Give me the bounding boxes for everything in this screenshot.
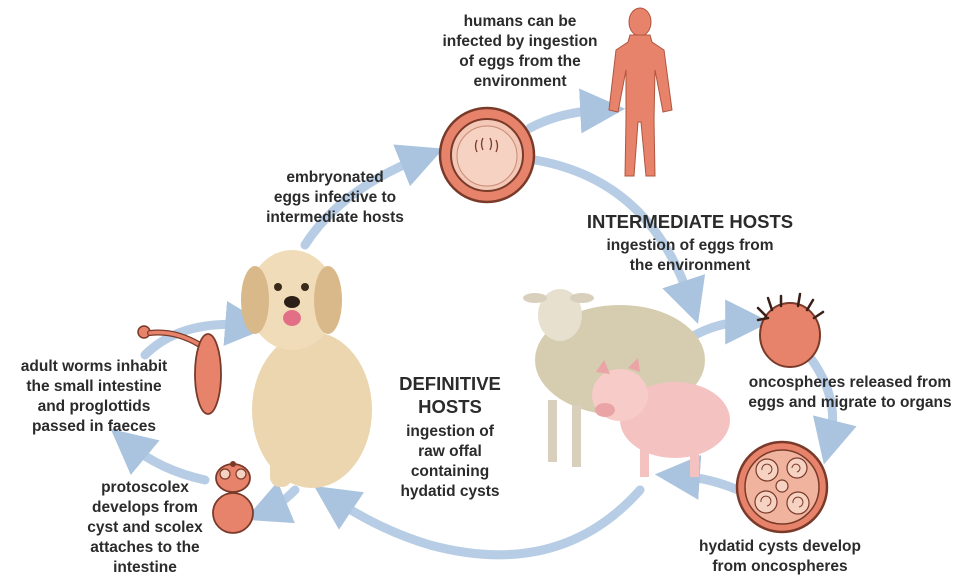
dog-illustration bbox=[241, 250, 372, 488]
embryonated-eggs-label: embryonated eggs infective to intermedia… bbox=[245, 168, 425, 228]
intermediate-hosts-subtitle: ingestion of eggs from the environment bbox=[580, 236, 800, 276]
arrow-protoscolex-to-worm bbox=[130, 445, 205, 480]
intermediate-hosts-heading: INTERMEDIATE HOSTS bbox=[570, 210, 810, 233]
hydatid-cyst-icon bbox=[737, 442, 827, 532]
definitive-hosts-subtitle: ingestion of raw offal containing hydati… bbox=[390, 422, 510, 502]
definitive-hosts-heading: DEFINITIVE HOSTS bbox=[385, 372, 515, 418]
arrow-egg-to-human bbox=[530, 110, 600, 128]
oncosphere-icon bbox=[758, 294, 823, 367]
egg-icon bbox=[440, 108, 534, 202]
protoscolex-label: protoscolex develops from cyst and scole… bbox=[80, 478, 210, 578]
arrow-sheep-to-oncosphere bbox=[695, 322, 745, 335]
humans-label: humans can be infected by ingestion of e… bbox=[410, 12, 630, 92]
protoscolex-icon bbox=[213, 461, 253, 533]
arrow-cyst-to-pig bbox=[680, 476, 738, 490]
hydatid-cysts-label: hydatid cysts develop from oncospheres bbox=[680, 537, 880, 577]
adult-worms-label: adult worms inhabit the small intestine … bbox=[4, 357, 184, 437]
arrow-dog-to-protoscolex bbox=[268, 490, 295, 510]
oncospheres-label: oncospheres released from eggs and migra… bbox=[725, 373, 975, 413]
